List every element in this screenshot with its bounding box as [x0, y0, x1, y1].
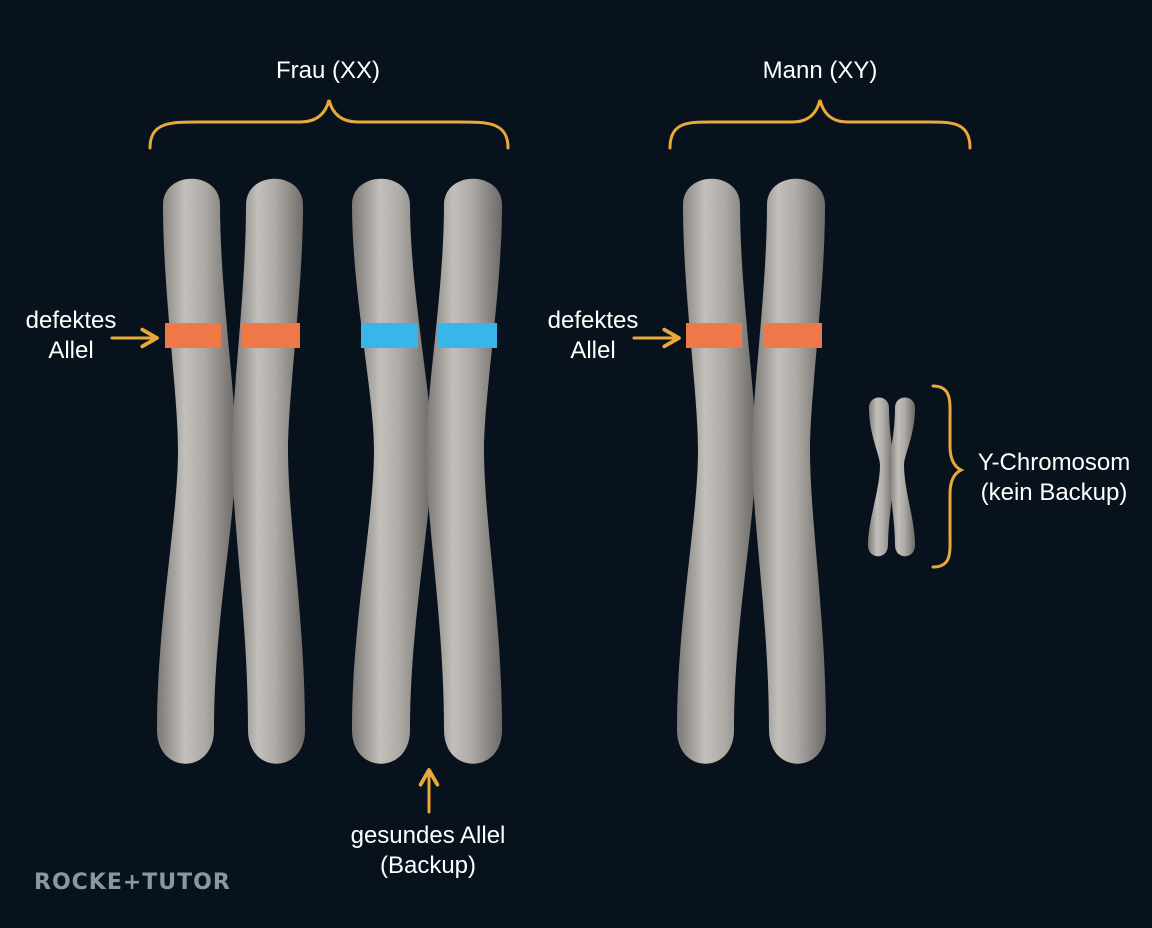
defective-allele-label-left: defektes Allel [25, 307, 117, 364]
healthy-allele-label: gesundes Allel (Backup) [350, 822, 506, 879]
defective-band [763, 323, 822, 348]
defective-allele-label-right: defektes Allel [547, 307, 639, 364]
chromatid [232, 178, 305, 764]
female-chromosome-2 [352, 178, 502, 764]
chromatid [157, 178, 236, 764]
healthy-band [438, 323, 497, 348]
chromatid [868, 397, 894, 557]
chromatid [889, 397, 915, 557]
y-chromosome-label: Y-Chromosom (kein Backup) [977, 449, 1131, 506]
brand-logo: ROCKE+TUTOR [34, 870, 231, 895]
male-x-chromosome [677, 178, 826, 764]
chromatid [677, 178, 756, 764]
defective-band [165, 323, 221, 348]
female-group-label: Frau (XX) [275, 57, 380, 84]
defective-band [241, 323, 300, 348]
male-group-label: Mann (XY) [762, 57, 878, 84]
chromatid [352, 178, 432, 764]
female-bracket [148, 99, 510, 150]
defective-band [686, 323, 742, 348]
chromatid [426, 178, 502, 764]
chromatid [752, 178, 826, 764]
y-bracket [931, 384, 965, 569]
healthy-band [361, 323, 418, 348]
y-chromosome [868, 397, 915, 557]
male-bracket [668, 99, 972, 150]
female-chromosome-1 [157, 178, 305, 764]
